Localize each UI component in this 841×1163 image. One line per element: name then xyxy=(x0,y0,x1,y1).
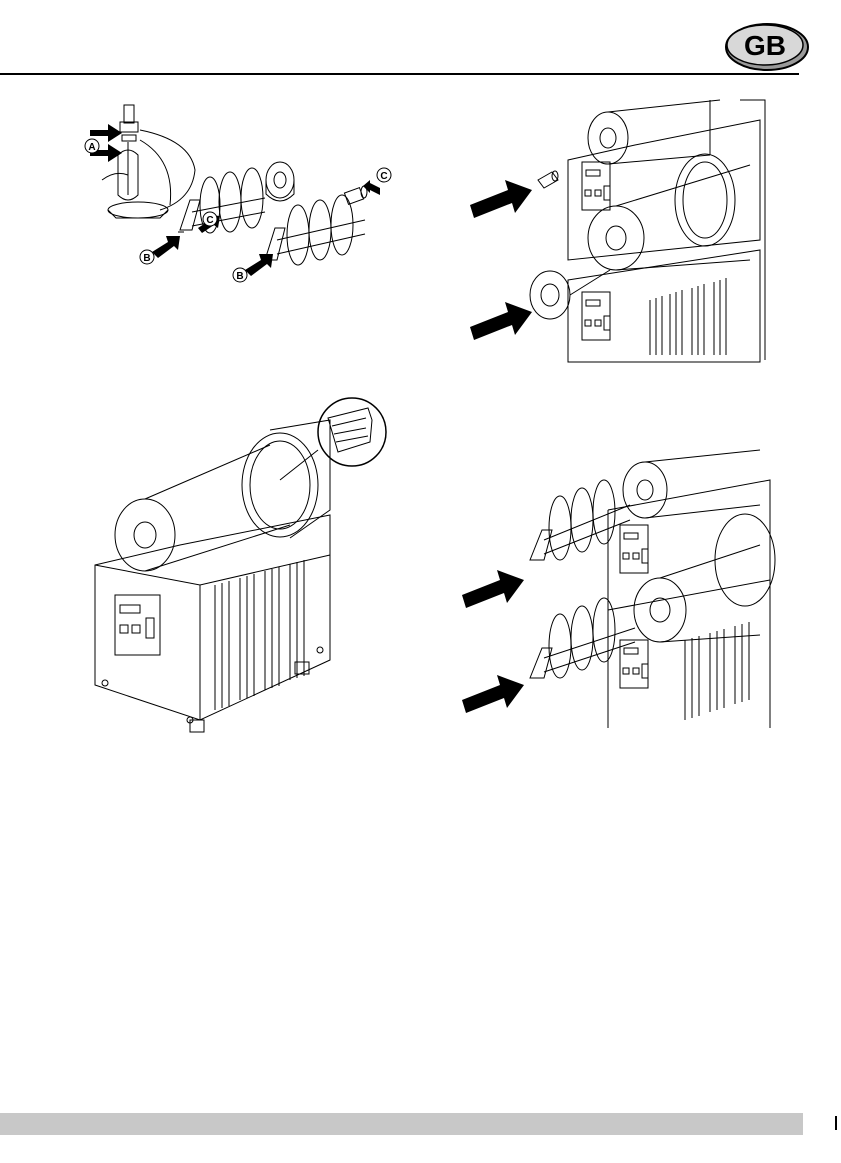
arrow-upper-hub xyxy=(470,180,532,218)
figure-fitting-beaters xyxy=(460,450,790,730)
arrow-b-right xyxy=(245,254,273,276)
single-machine-drawing xyxy=(95,398,386,732)
figure-disassembly-parts: A B C xyxy=(80,100,410,290)
callout-c-center-label: C xyxy=(206,215,213,226)
arrow-upper-beater xyxy=(462,570,524,608)
arrow-lower-beater xyxy=(462,675,524,713)
callout-b-left-label: B xyxy=(143,253,150,264)
callout-b-right-label: B xyxy=(236,271,243,282)
tap-assembly-drawing xyxy=(102,105,195,218)
footer-page-marker xyxy=(835,1116,837,1130)
language-badge: GB xyxy=(724,22,810,72)
gear-hub-drawing xyxy=(266,162,294,201)
callout-a-label: A xyxy=(88,142,95,153)
footer-bar xyxy=(0,1113,803,1135)
bushing-drawing xyxy=(344,186,367,204)
arrow-lower-hub xyxy=(470,302,532,340)
arrow-c-right xyxy=(363,180,380,195)
beater-right-drawing xyxy=(265,195,365,265)
double-machine-beaters-drawing xyxy=(530,450,775,728)
figure-single-machine-seal xyxy=(90,390,390,750)
header-rule xyxy=(0,73,799,75)
double-machine-drawing xyxy=(530,100,765,362)
callout-c-right-label: C xyxy=(380,171,387,182)
language-badge-label: GB xyxy=(744,30,786,61)
figure-fitting-hubs xyxy=(460,100,770,365)
beater-left-drawing xyxy=(178,168,265,233)
arrow-b-left xyxy=(152,236,180,258)
